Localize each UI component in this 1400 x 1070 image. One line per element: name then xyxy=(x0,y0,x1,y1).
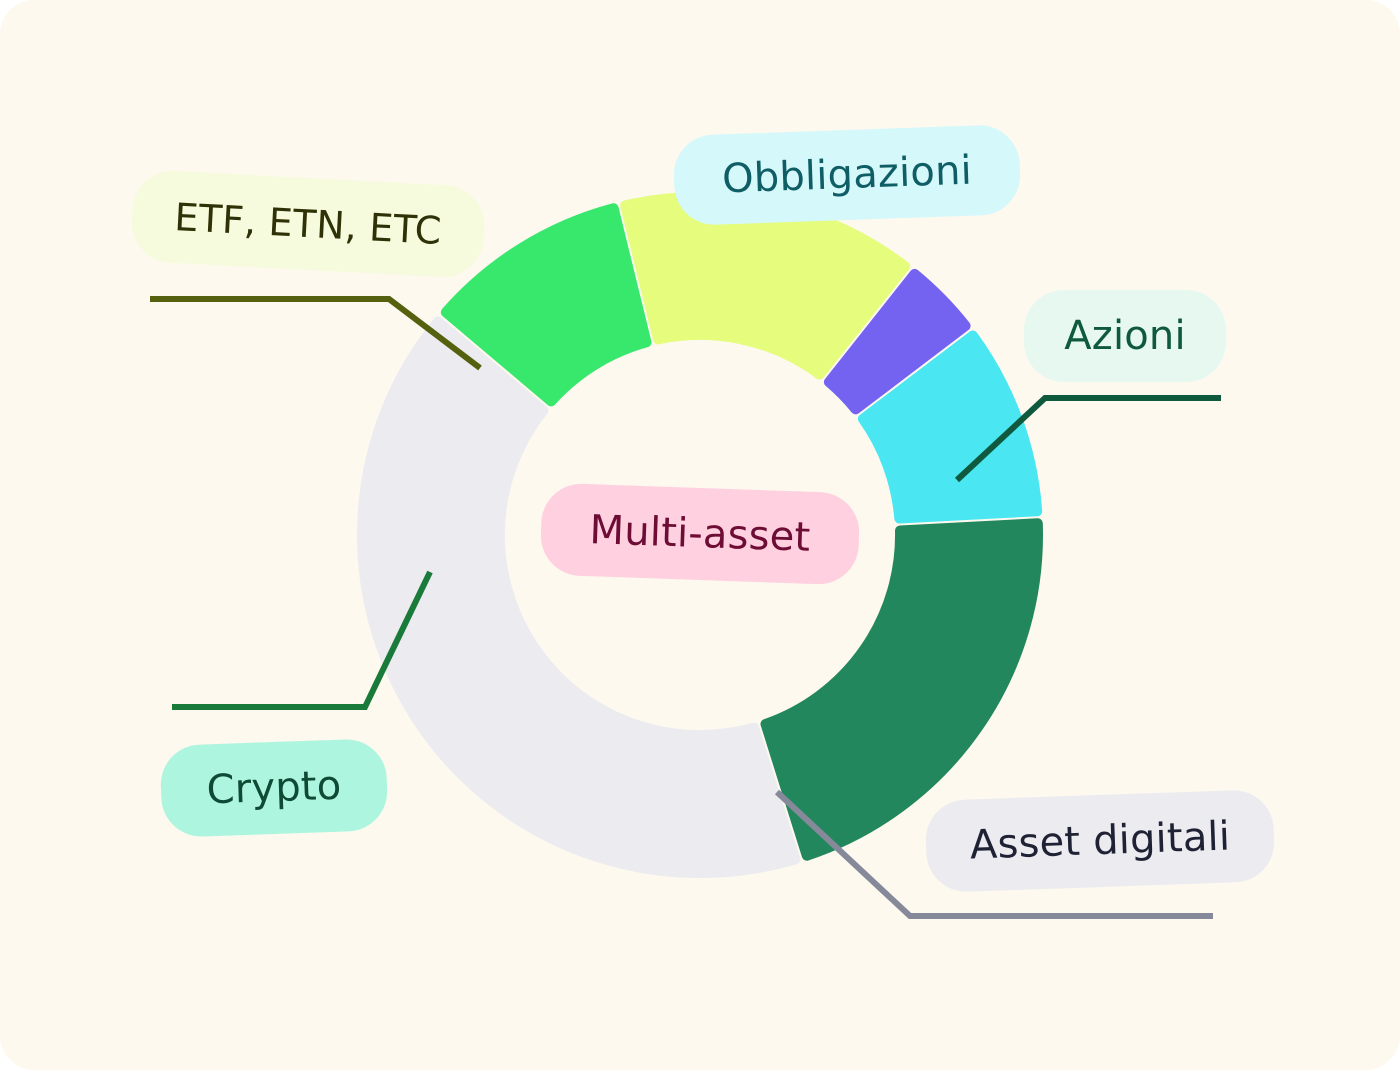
leader-line-asset-digitali xyxy=(774,789,1213,919)
label-azioni: Azioni xyxy=(1024,290,1226,382)
center-label-multi-asset: Multi-asset xyxy=(539,482,861,586)
donut-slice-asset-digitali xyxy=(357,316,801,878)
donut-slices xyxy=(357,192,1043,878)
label-asset-digitali: Asset digitali xyxy=(924,788,1276,894)
donut-slice-obbligazioni xyxy=(857,330,1043,524)
label-obbligazioni: Obbligazioni xyxy=(672,123,1022,227)
label-crypto: Crypto xyxy=(159,738,389,838)
donut-slice-unlabeled xyxy=(823,268,971,415)
donut-slice-azioni xyxy=(760,518,1043,861)
leader-line-azioni xyxy=(954,395,1221,483)
leader-line-crypto xyxy=(172,570,433,710)
donut-slice-crypto xyxy=(440,203,652,407)
label-etf-etn-etc: ETF, ETN, ETC xyxy=(129,168,487,280)
leader-lines xyxy=(150,296,1221,919)
leader-line-etf xyxy=(150,296,482,371)
